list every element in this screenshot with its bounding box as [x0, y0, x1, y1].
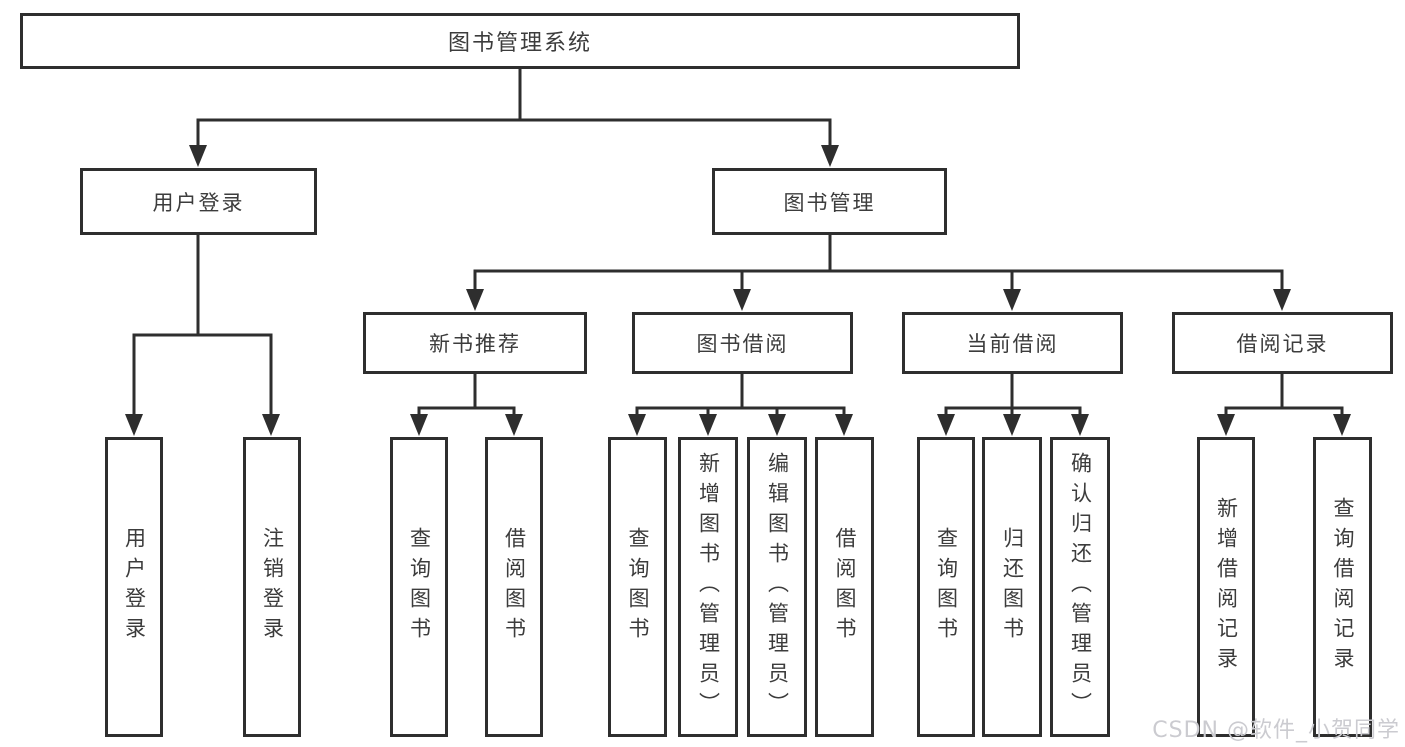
- node-root-system: 图书管理系统: [20, 13, 1020, 69]
- node-label: 借阅记录: [1236, 332, 1329, 356]
- node-label: 新增图书（管理员）: [696, 452, 721, 722]
- node-user-login: 用户登录: [80, 168, 317, 235]
- leaf-user-login: 用户登录: [105, 437, 163, 737]
- node-label: 查询借阅记录: [1331, 497, 1355, 677]
- leaf-borrow-books: 借阅图书: [815, 437, 874, 737]
- node-book-borrow: 图书借阅: [632, 312, 853, 374]
- leaf-query-books-borrow: 查询图书: [608, 437, 667, 737]
- node-label: 借阅图书: [833, 527, 857, 647]
- node-label: 图书管理系统: [447, 31, 592, 56]
- node-current-borrow: 当前借阅: [902, 312, 1123, 374]
- node-label: 图书管理: [783, 190, 876, 215]
- node-label: 用户登录: [122, 527, 147, 647]
- leaf-borrow-books-recommend: 借阅图书: [485, 437, 543, 737]
- node-label: 注销登录: [260, 527, 285, 647]
- node-label: 查询图书: [626, 527, 650, 647]
- node-label: 编辑图书（管理员）: [765, 452, 790, 722]
- leaf-confirm-return-admin: 确认归还（管理员）: [1050, 437, 1110, 737]
- node-label: 图书借阅: [696, 332, 789, 356]
- node-label: 归还图书: [1000, 527, 1025, 647]
- leaf-edit-books-admin: 编辑图书（管理员）: [747, 437, 807, 737]
- node-borrow-records: 借阅记录: [1172, 312, 1393, 374]
- node-label: 用户登录: [152, 190, 245, 215]
- node-label: 新增借阅记录: [1214, 497, 1239, 677]
- node-label: 当前借阅: [966, 332, 1059, 356]
- node-label: 新书推荐: [429, 332, 521, 356]
- leaf-query-borrow-record: 查询借阅记录: [1313, 437, 1372, 737]
- leaf-add-books-admin: 新增图书（管理员）: [678, 437, 738, 737]
- node-label: 查询图书: [934, 527, 959, 647]
- node-label: 借阅图书: [502, 527, 527, 647]
- leaf-query-books-current: 查询图书: [917, 437, 975, 737]
- node-book-management: 图书管理: [712, 168, 947, 235]
- leaf-return-books: 归还图书: [982, 437, 1042, 737]
- leaf-logout: 注销登录: [243, 437, 301, 737]
- node-label: 查询图书: [407, 527, 432, 647]
- node-new-book-recommend: 新书推荐: [363, 312, 587, 374]
- leaf-add-borrow-record: 新增借阅记录: [1197, 437, 1255, 737]
- node-label: 确认归还（管理员）: [1068, 452, 1093, 722]
- leaf-query-books-recommend: 查询图书: [390, 437, 448, 737]
